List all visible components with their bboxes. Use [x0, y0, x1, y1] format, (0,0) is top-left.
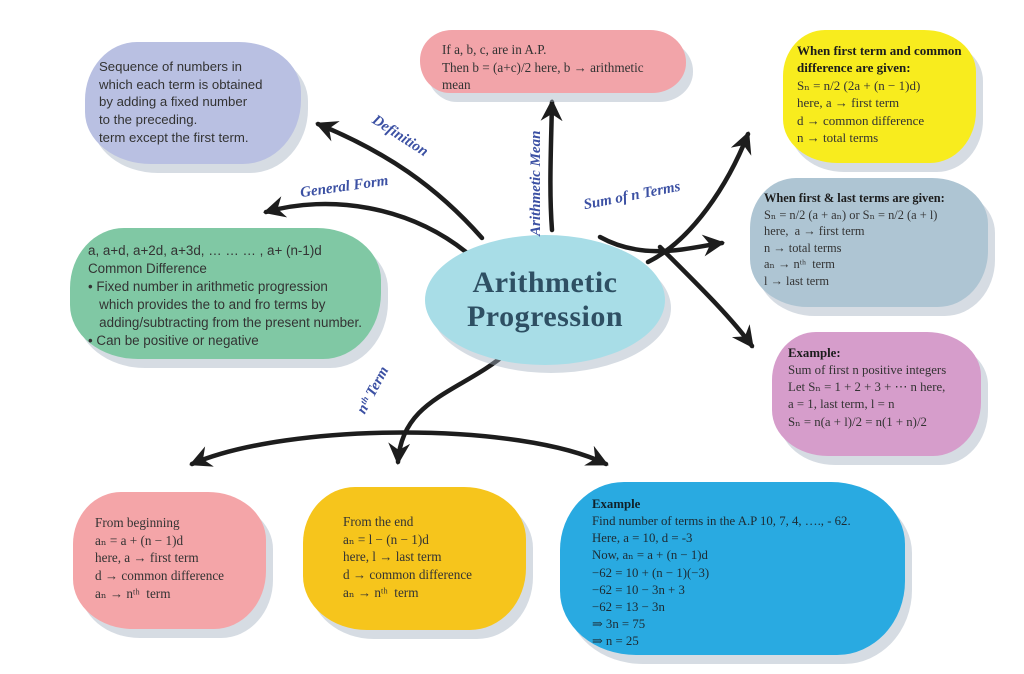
- text-line: l → last term: [764, 274, 830, 289]
- box-sum-first-last-terms: When first & last terms are given: Sₙ = …: [750, 178, 988, 307]
- text-line: aₙ = a + (n − 1)d: [95, 532, 184, 548]
- box-example-nth-text: Find number of terms in the A.P 10, 7, 4…: [592, 513, 893, 650]
- text-line: aₙ → nᵗʰ term: [764, 257, 835, 272]
- box-sum-first-term-common-difference: When first term and common difference ar…: [783, 30, 976, 163]
- center-title-line1: Arithmetic: [472, 266, 618, 300]
- text-line: Here, a = 10, d = -3: [592, 531, 693, 546]
- arrow-sum-down: [657, 244, 755, 349]
- branch-label-arithmetic-mean: Arithmetic Mean: [528, 130, 544, 236]
- branch-label-definition: Definition: [369, 112, 431, 161]
- branch-label-general-form: General Form: [299, 172, 390, 202]
- text-line: to the preceding.: [99, 112, 198, 128]
- text-line: d → common difference: [797, 112, 925, 128]
- branch-label-sum-of-n-terms: Sum of n Terms: [582, 178, 682, 214]
- box-nth-term-from-beginning: From beginning aₙ = a + (n − 1)d here, a →…: [73, 492, 266, 629]
- box-sum-al-text: Sₙ = n/2 (a + aₙ) or Sₙ = n/2 (a + l) her…: [764, 207, 974, 290]
- text-line: • Fixed number in arithmetic progression: [88, 278, 328, 294]
- text-line: Sₙ = n/2 (a + aₙ) or Sₙ = n/2 (a + l): [764, 207, 938, 222]
- text-line: • Can be positive or negative: [88, 332, 259, 348]
- text-line: here, a → first term: [797, 95, 900, 111]
- text-line: here, a → first term: [95, 550, 199, 566]
- box-arithmetic-mean: If a, b, c, are in A.P. Then b = (a+c)/2 …: [420, 30, 686, 93]
- box-example-number-of-terms: Example Find number of terms in the A.P …: [560, 482, 905, 655]
- text-line: a, a+d, a+2d, a+3d, … … … , a+ (n-1)d: [88, 243, 322, 258]
- box-nth-end-text: From the end aₙ = l − (n − 1)d here, l → l…: [343, 513, 510, 601]
- text-line: −62 = 13 − 3n: [592, 599, 665, 614]
- text-line: d → common difference: [95, 568, 225, 584]
- text-line: aₙ → nᵗʰ term: [95, 585, 171, 601]
- arrow-nth-stem: [388, 349, 511, 465]
- text-line: ⇒ n = 25: [592, 634, 639, 649]
- text-line: Sₙ = n/2 (2a + (n − 1)d): [797, 77, 921, 93]
- text-line: by adding a fixed number: [99, 94, 248, 110]
- text-line: Sₙ = n(a + l)/2 = n(1 + n)/2: [788, 414, 927, 429]
- text-line: term except the first term.: [99, 129, 249, 145]
- text-line: here, l → last term: [343, 549, 442, 565]
- text-line: From beginning: [95, 515, 180, 530]
- text-line: adding/subtracting from the present numb…: [88, 314, 362, 330]
- box-heading: Example:: [788, 346, 841, 360]
- text-line: a = 1, last term, l = n: [788, 397, 895, 412]
- box-heading: When first term and common difference ar…: [797, 43, 965, 76]
- text-line: Let Sₙ = 1 + 2 + 3 + ⋯ n here,: [788, 380, 946, 395]
- text-line: Now, aₙ = a + (n − 1)d: [592, 548, 708, 563]
- text-line: If a, b, c, are in A.P.: [442, 42, 547, 57]
- text-line: here, a → first term: [764, 224, 865, 239]
- text-line: n → total terms: [797, 130, 879, 146]
- text-line: which provides the to and fro terms by: [88, 296, 326, 312]
- box-heading: Example: [592, 497, 641, 511]
- text-line: d → common difference: [343, 567, 473, 583]
- arrow-arithmetic-mean: [540, 99, 563, 233]
- text-line: Then b = (a+c)/2 here, b → arithmetic me…: [442, 59, 647, 93]
- text-line: −62 = 10 − 3n + 3: [592, 582, 685, 597]
- text-line: Common Difference: [88, 260, 207, 276]
- arrow-nth-arc: [189, 430, 609, 467]
- text-line: aₙ = l − (n − 1)d: [343, 531, 429, 547]
- box-sum-ad-text: Sₙ = n/2 (2a + (n − 1)d) here, a → first …: [797, 77, 962, 147]
- branch-label-nth-term: nᵗʰ Term: [354, 363, 393, 417]
- text-line: ⇒ 3n = 75: [592, 616, 646, 631]
- text-line: Sequence of numbers in: [99, 59, 242, 74]
- text-line: Find number of terms in the A.P 10, 7, 4…: [592, 514, 851, 529]
- box-heading: When first & last terms are given:: [764, 191, 945, 205]
- text-line: which each term is obtained: [99, 76, 263, 92]
- box-definition: Sequence of numbers in which each term is…: [85, 42, 301, 164]
- text-line: −62 = 10 + (n − 1)(−3): [592, 565, 710, 580]
- center-node-arithmetic-progression: Arithmetic Progression: [425, 235, 665, 365]
- text-line: aₙ → nᵗʰ term: [343, 584, 419, 600]
- box-arithmetic-mean-text: If a, b, c, are in A.P. Then b = (a+c)/2 …: [442, 41, 664, 94]
- box-nth-term-from-end: From the end aₙ = l − (n − 1)d here, l → l…: [303, 487, 526, 630]
- text-line: n → total terms: [764, 240, 842, 255]
- center-title-line2: Progression: [466, 300, 624, 333]
- text-line: Sum of first n positive integers: [788, 363, 947, 378]
- text-line: From the end: [343, 514, 414, 529]
- box-example-sum-positive-integers: Example: Sum of first n positive integer…: [772, 332, 981, 456]
- box-nth-beginning-text: From beginning aₙ = a + (n − 1)d here, a →…: [95, 514, 244, 602]
- box-definition-text: Sequence of numbers in which each term is…: [99, 58, 287, 146]
